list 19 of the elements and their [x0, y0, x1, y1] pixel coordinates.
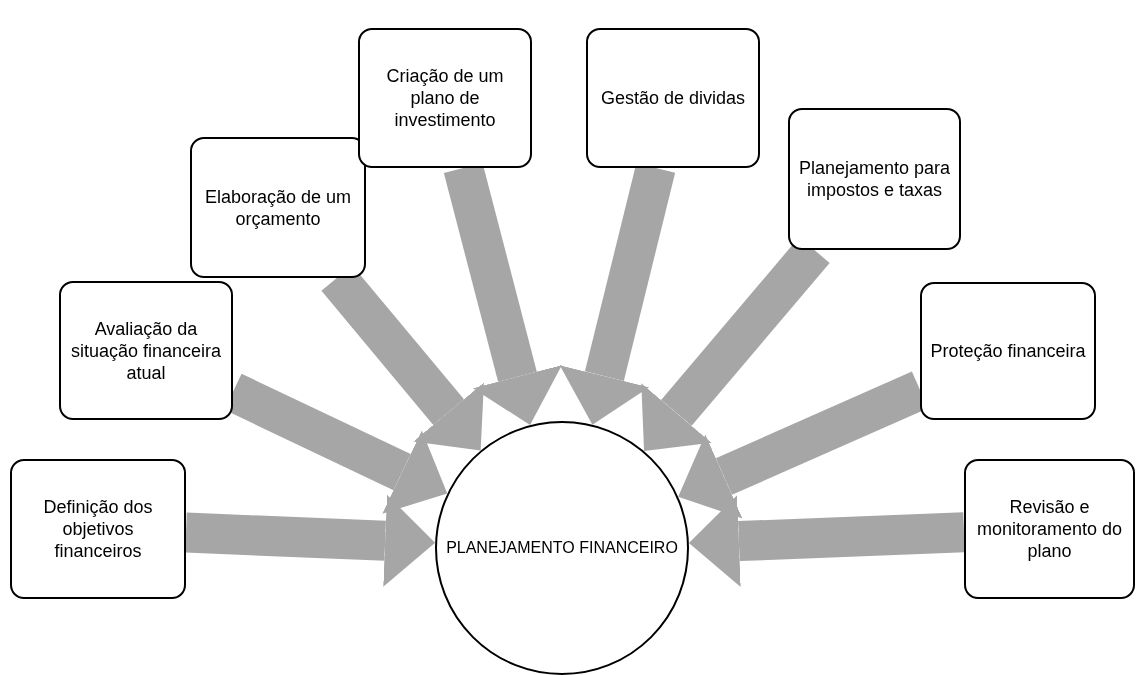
- node-text: Definição dos objetivos financeiros: [42, 496, 154, 562]
- node-text: Gestão de dividas: [600, 87, 746, 109]
- rounded-box: [586, 28, 760, 168]
- node-text: Revisão e monitoramento do plano: [975, 496, 1124, 562]
- rounded-box: [920, 282, 1096, 420]
- rounded-box: [59, 281, 233, 420]
- rounded-box: [190, 137, 366, 278]
- node-text: PLANEJAMENTO FINANCEIRO: [446, 538, 678, 558]
- node-text: Avaliação da situação financeira atual: [69, 317, 223, 384]
- rounded-box: [358, 28, 532, 168]
- block-arrow: [688, 495, 965, 588]
- node-text: Proteção financeira: [930, 340, 1086, 362]
- block-arrow: [185, 494, 436, 587]
- node-text: Planejamento para impostos e taxas: [797, 157, 952, 201]
- node-text: Criação de um plano de investimento: [385, 65, 505, 131]
- rounded-box: [10, 459, 186, 599]
- node-text: Elaboração de um orçamento: [203, 185, 353, 230]
- rounded-box: [964, 459, 1135, 599]
- rounded-box: [788, 108, 961, 250]
